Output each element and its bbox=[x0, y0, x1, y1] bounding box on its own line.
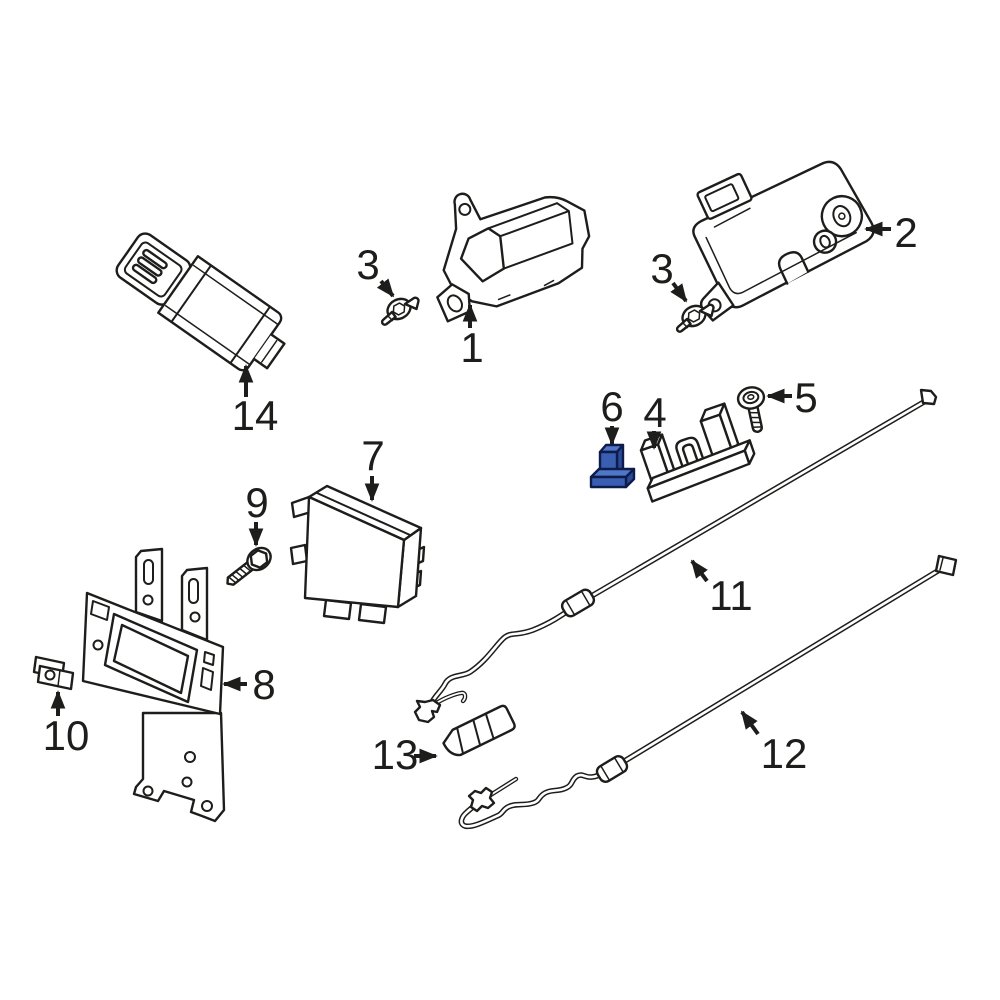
part-12-lower-cable-drawing bbox=[458, 554, 958, 830]
callout-12-lower-cable: 12 bbox=[740, 710, 808, 777]
part-6-highlighted-clip-drawing bbox=[589, 443, 636, 489]
part-5-screw-drawing bbox=[736, 386, 766, 433]
callout-label-8: 8 bbox=[252, 661, 275, 708]
callout-6-highlighted-clip: 6 bbox=[600, 383, 624, 446]
part-9-bolt-drawing bbox=[226, 546, 272, 586]
part-11-upper-cable-drawing bbox=[413, 388, 938, 724]
part-8-mounting-bracket-drawing bbox=[81, 547, 226, 823]
part-7-control-module-drawing bbox=[289, 484, 426, 625]
part-13-connector-drawing bbox=[442, 704, 516, 757]
callout-9-bolt: 9 bbox=[245, 479, 269, 547]
callout-7-control-module: 7 bbox=[361, 432, 385, 502]
callout-14-module-with-connector: 14 bbox=[232, 364, 279, 439]
callout-10-small-clip: 10 bbox=[43, 690, 90, 759]
callout-8-mounting-bracket: 8 bbox=[222, 661, 276, 708]
callout-label-4: 4 bbox=[643, 389, 666, 436]
callout-label-2: 2 bbox=[894, 209, 917, 256]
callout-5-washer-head-screw: 5 bbox=[766, 374, 818, 421]
part-2-latch-drawing bbox=[692, 160, 875, 322]
callout-1-actuator: 1 bbox=[460, 303, 484, 371]
part-14-module-drawing bbox=[115, 232, 286, 372]
callout-arrow bbox=[670, 281, 688, 303]
callout-arrow bbox=[690, 559, 709, 583]
part-3-screw-left-drawing bbox=[380, 293, 420, 326]
callout-label-5: 5 bbox=[794, 374, 817, 421]
callout-arrow bbox=[376, 278, 395, 298]
callout-label-10: 10 bbox=[43, 712, 90, 759]
callout-3-screw: 3 bbox=[356, 241, 395, 298]
callout-label-1: 1 bbox=[460, 324, 483, 371]
callout-label-7: 7 bbox=[361, 432, 384, 479]
callout-13-cable-connector: 13 bbox=[372, 731, 438, 778]
callout-label-6: 6 bbox=[600, 383, 623, 430]
callout-arrow bbox=[740, 710, 760, 736]
callout-label-12: 12 bbox=[761, 730, 808, 777]
callout-label-9: 9 bbox=[245, 479, 268, 526]
callout-3-screw: 3 bbox=[650, 245, 688, 303]
callout-label-13: 13 bbox=[372, 731, 419, 778]
callout-label-3: 3 bbox=[356, 241, 379, 288]
part-1-actuator-drawing bbox=[436, 192, 591, 323]
callout-11-upper-cable: 11 bbox=[690, 559, 753, 619]
callout-label-3: 3 bbox=[650, 245, 673, 292]
part-4-clip-bracket-drawing bbox=[639, 402, 756, 503]
callout-4-clip-bracket: 4 bbox=[643, 389, 667, 450]
callout-2-latch-assembly: 2 bbox=[864, 209, 918, 256]
callout-label-11: 11 bbox=[709, 572, 753, 619]
part-10-small-clip-drawing bbox=[32, 655, 75, 691]
callout-label-14: 14 bbox=[232, 392, 279, 439]
